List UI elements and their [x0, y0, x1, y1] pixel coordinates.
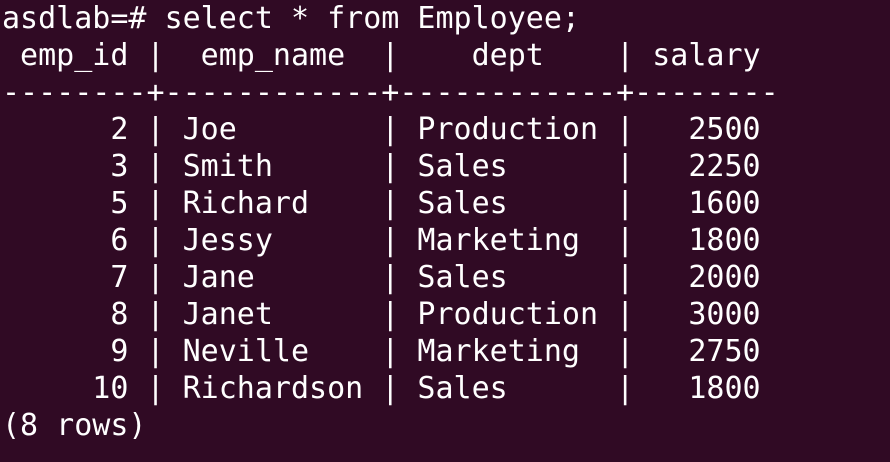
row-count-footer: (8 rows) — [2, 408, 147, 443]
table-row: 6 | Jessy | Marketing | 1800 — [2, 223, 761, 258]
command-text: select * from Employee; — [164, 1, 580, 36]
table-row: 3 | Smith | Sales | 2250 — [2, 149, 761, 184]
table-row: 2 | Joe | Production | 2500 — [2, 112, 761, 147]
prompt: asdlab=# — [2, 1, 165, 36]
table-row: 7 | Jane | Sales | 2000 — [2, 260, 761, 295]
table-row: 8 | Janet | Production | 3000 — [2, 297, 761, 332]
table-separator: --------+------------+------------+-----… — [2, 75, 779, 110]
command-line: asdlab=# select * from Employee; — [2, 0, 890, 37]
table-row: 9 | Neville | Marketing | 2750 — [2, 334, 761, 369]
table-header-row: emp_id | emp_name | dept | salary — [2, 38, 779, 73]
table-row: 10 | Richardson | Sales | 1800 — [2, 371, 761, 406]
table-row: 5 | Richard | Sales | 1600 — [2, 186, 761, 221]
